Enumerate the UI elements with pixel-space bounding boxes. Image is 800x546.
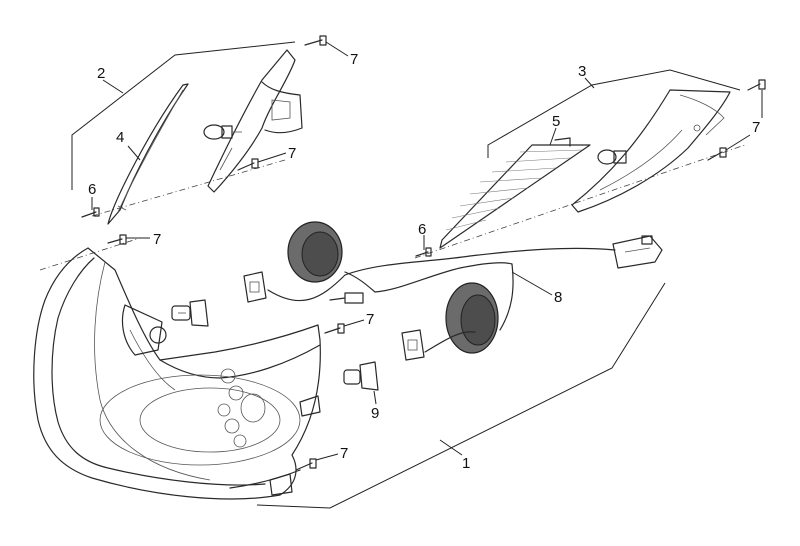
callout-6-right: 6	[418, 221, 426, 238]
group-bracket-1	[256, 282, 666, 509]
right-indicator-lens	[439, 137, 591, 249]
axis-headlamp-top	[39, 237, 141, 271]
right-indicator-housing	[571, 89, 731, 213]
callout-9: 9	[371, 405, 379, 422]
screw-7-top-right	[747, 79, 766, 91]
headlamp-bulb-lower	[343, 361, 379, 391]
callout-3: 3	[578, 63, 586, 80]
screw-7-center	[324, 323, 345, 334]
callout-7-bottom: 7	[340, 445, 348, 462]
screw-7-top-left	[304, 35, 327, 46]
callout-7-mid-left: 7	[288, 145, 296, 162]
callout-4: 4	[116, 129, 124, 146]
callout-7-headlamp-top: 7	[153, 231, 161, 248]
headlamp-assembly	[33, 247, 321, 500]
axis-left-indicator	[91, 159, 286, 217]
screw-7-mid-left	[237, 158, 259, 171]
callout-8: 8	[554, 289, 562, 306]
callout-7-center: 7	[366, 311, 374, 328]
screw-7-headlamp-top	[107, 234, 127, 245]
screw-7-bottom	[295, 458, 317, 471]
connector-lower	[401, 329, 425, 361]
screw-6-left	[81, 207, 100, 218]
connector-upper	[243, 271, 267, 303]
callout-1: 1	[462, 455, 470, 472]
callout-2: 2	[97, 65, 105, 82]
left-indicator-housing	[203, 49, 303, 193]
group-bracket-3	[487, 69, 741, 158]
screw-6-right	[415, 247, 432, 257]
callout-7-top-left: 7	[350, 51, 358, 68]
left-indicator-lens	[107, 83, 189, 225]
dust-cover-upper	[287, 221, 343, 283]
callout-5: 5	[552, 113, 560, 130]
axis-right-indicator	[414, 144, 746, 259]
callout-7-right: 7	[752, 119, 760, 136]
wiring-harness	[267, 235, 663, 353]
dust-cover-lower	[445, 282, 499, 354]
group-bracket-2	[71, 41, 296, 190]
screw-7-mid-right	[707, 147, 727, 161]
headlamp-bulb-upper	[171, 299, 209, 327]
callout-6-left: 6	[88, 181, 96, 198]
